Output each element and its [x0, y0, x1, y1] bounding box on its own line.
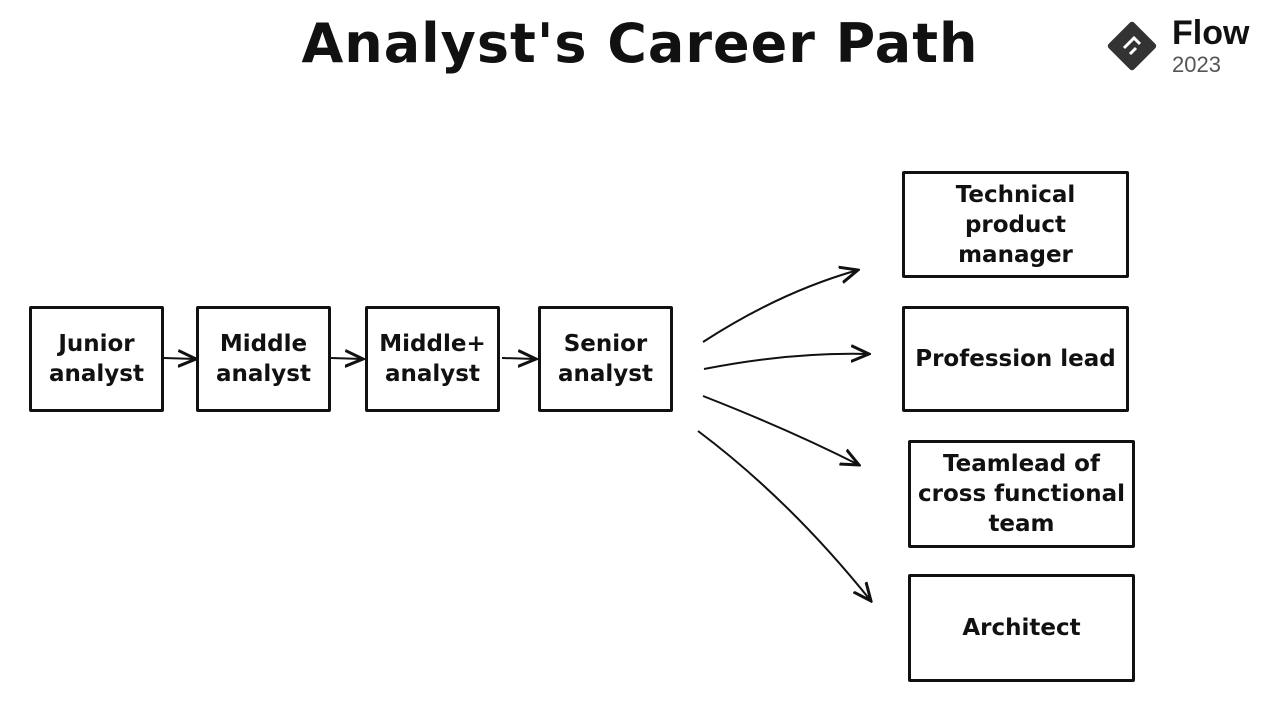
arrow-to-profession-lead	[703, 354, 869, 370]
arrow-to-tpm	[702, 270, 858, 343]
logo-year: 2023	[1172, 52, 1221, 77]
arrow-junior-middle	[163, 358, 196, 359]
logo-name: Flow	[1172, 14, 1250, 52]
page-title: Analyst's Career Path	[301, 12, 979, 75]
arrow-to-architect	[697, 430, 871, 601]
arrow-middleplus-senior	[501, 358, 536, 359]
flow-logo-icon	[1107, 21, 1157, 71]
node-middle-plus-analyst: Middle+ analyst	[365, 306, 500, 412]
node-architect: Architect	[908, 574, 1135, 682]
arrow-middle-middleplus	[330, 358, 363, 359]
node-middle-analyst: Middle analyst	[196, 306, 331, 412]
node-teamlead: Teamlead of cross functional team	[908, 440, 1135, 548]
node-junior-analyst: Junior analyst	[29, 306, 164, 412]
node-profession-lead: Profession lead	[902, 306, 1129, 412]
logo: Flow 2023	[1100, 14, 1280, 84]
node-senior-analyst: Senior analyst	[538, 306, 673, 412]
node-technical-product-manager: Technical product manager	[902, 171, 1129, 278]
arrow-to-teamlead	[702, 395, 859, 465]
